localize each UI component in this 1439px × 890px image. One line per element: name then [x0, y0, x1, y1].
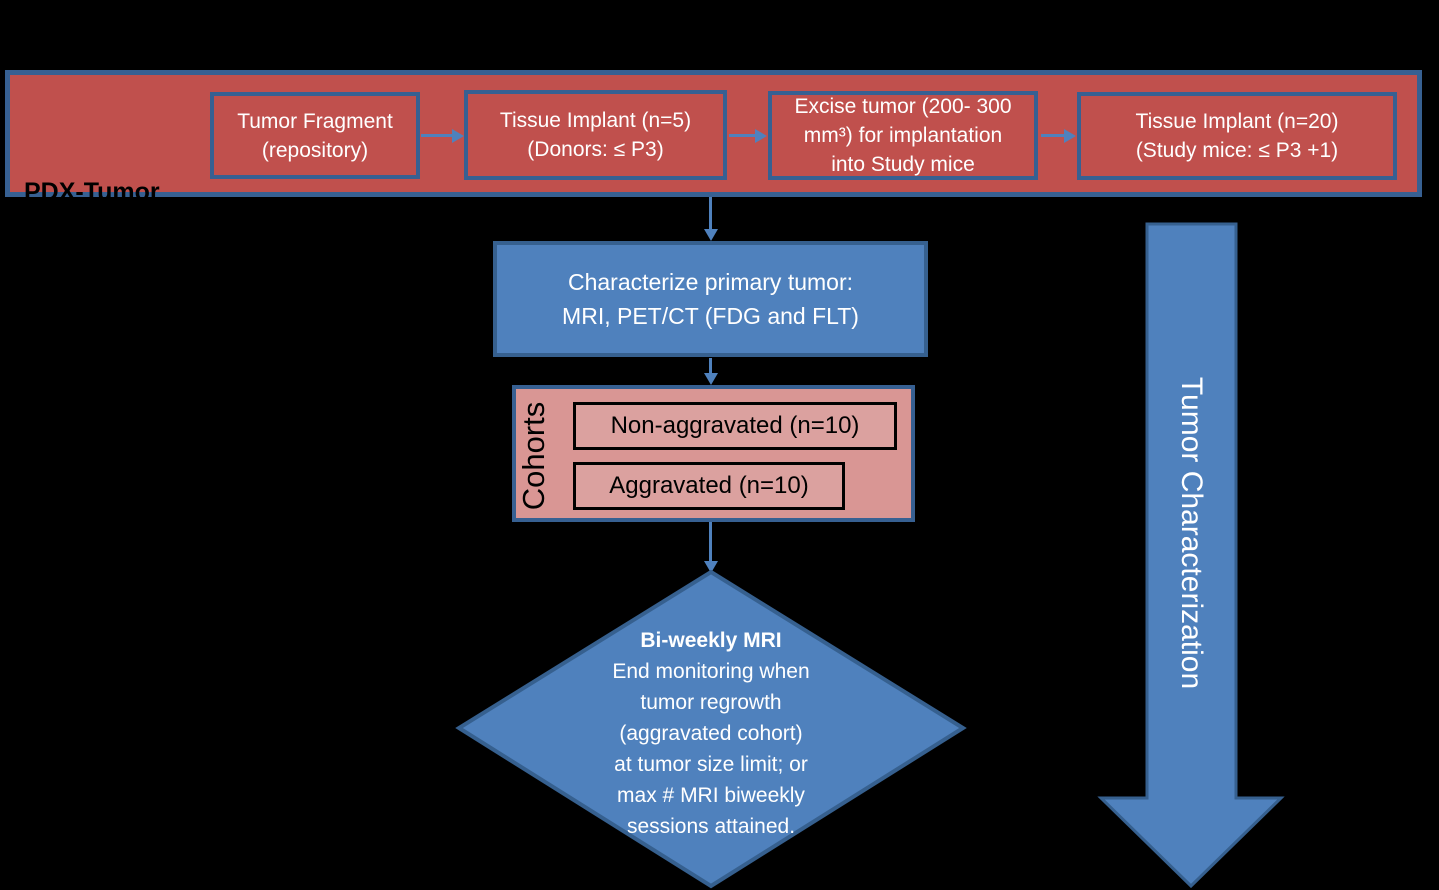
- decision-diamond-body: End monitoring when tumor regrowth (aggr…: [612, 660, 810, 838]
- step-box-tissue-implant-donors: Tissue Implant (n=5) (Donors: ≤ P3): [464, 90, 727, 180]
- cohorts-group: Cohorts Non-aggravated (n=10) Aggravated…: [512, 385, 915, 522]
- step-box-tumor-fragment: Tumor Fragment (repository): [210, 92, 420, 179]
- tumor-characterization-arrow-shape: [1097, 222, 1285, 889]
- arrow-cohorts-to-decision: [709, 522, 712, 561]
- decision-diamond-title: Bi-weekly MRI: [640, 629, 782, 652]
- arrow-step3-to-step4: [1041, 134, 1064, 137]
- step-box-tissue-implant-study: Tissue Implant (n=20) (Study mice: ≤ P3 …: [1077, 92, 1397, 180]
- characterize-tumor-box: Characterize primary tumor: MRI, PET/CT …: [493, 241, 928, 357]
- arrow-step1-to-step2: [421, 134, 452, 137]
- arrow-characterize-to-cohorts: [709, 358, 712, 373]
- arrow-banner-to-characterize: [709, 197, 712, 229]
- arrow-step2-to-step3: [729, 134, 755, 137]
- down-arrow-icon: [1097, 222, 1285, 889]
- tumor-characterization-label: Tumor Characterization: [1175, 376, 1208, 690]
- step-box-excise-tumor: Excise tumor (200- 300 mm³) for implanta…: [768, 91, 1038, 180]
- decision-diamond-polygon: [455, 570, 967, 889]
- cohort-box-non-aggravated: Non-aggravated (n=10): [573, 402, 897, 450]
- cohorts-label: Cohorts: [516, 401, 551, 511]
- cohort-box-aggravated: Aggravated (n=10): [573, 462, 845, 510]
- decision-diamond-text: Bi-weekly MRI End monitoring when tumor …: [531, 625, 891, 842]
- banner-title: PDX-Tumor Development: [24, 178, 181, 240]
- decision-diamond-shape: [455, 570, 967, 889]
